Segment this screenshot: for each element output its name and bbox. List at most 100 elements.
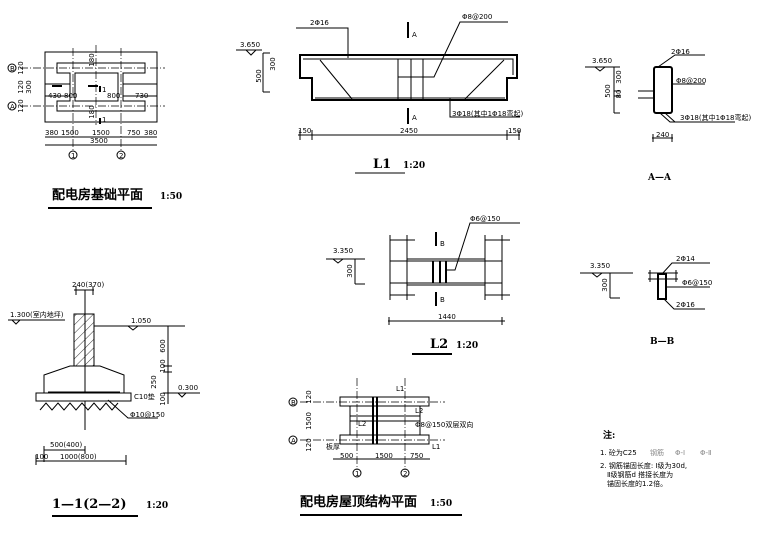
svg-text:750: 750: [127, 129, 140, 137]
svg-text:L2: L2: [358, 420, 366, 428]
section-cut-marks: [52, 85, 101, 124]
drawing-title: 配电房屋顶结构平面: [300, 494, 417, 510]
svg-text:120: 120: [17, 61, 25, 74]
svg-text:1500: 1500: [375, 452, 393, 460]
svg-text:B: B: [440, 240, 445, 248]
svg-text:120: 120: [17, 99, 25, 112]
svg-text:500: 500: [604, 84, 612, 97]
svg-text:Φ-Ⅱ: Φ-Ⅱ: [700, 449, 711, 457]
foundation-beams: [56, 62, 146, 112]
svg-text:Φ8@150双层双向: Φ8@150双层双向: [415, 420, 473, 429]
svg-text:100: 100: [35, 453, 48, 461]
axis-bubble-2: [116, 150, 126, 160]
svg-text:100: 100: [159, 392, 167, 405]
svg-text:Φ8@200: Φ8@200: [462, 13, 492, 21]
svg-text:锚固长度的1.2倍。: 锚固长度的1.2倍。: [607, 479, 667, 488]
svg-text:L1: L1: [396, 385, 404, 393]
drawing-title: A—A: [647, 173, 672, 183]
roof-l2-beam: [372, 397, 378, 444]
svg-text:2: 2: [119, 152, 123, 160]
svg-text:1: 1: [71, 152, 75, 160]
svg-text:3.350: 3.350: [590, 262, 610, 270]
notes-heading: 注:: [603, 429, 615, 441]
svg-text:3.650: 3.650: [592, 57, 612, 65]
svg-text:1: 1: [102, 116, 106, 124]
svg-text:1.050: 1.050: [131, 317, 151, 325]
svg-text:3.650: 3.650: [240, 41, 260, 49]
svg-text:L1: L1: [432, 443, 440, 451]
svg-text:800: 800: [64, 92, 77, 100]
notes: 注: 1. 砼为C25 钢筋 Φ-Ⅰ Φ-Ⅱ 2. 钢筋锚固长度: Ⅰ级为30d…: [600, 429, 711, 488]
svg-text:180: 180: [88, 105, 96, 118]
svg-text:B: B: [440, 296, 445, 304]
svg-text:2Φ14: 2Φ14: [676, 255, 695, 263]
svg-text:板厚: 板厚: [326, 442, 340, 451]
section-b-b: 3.350 300 2Φ14 Φ6@150 2Φ16 B—B: [580, 255, 712, 347]
wall-section: [73, 313, 95, 367]
svg-text:240: 240: [656, 131, 669, 139]
section-a-a: 3.650 500 300 80 2Φ16 Φ8@200 3Φ18(其中1Φ18…: [585, 48, 751, 183]
svg-text:3500: 3500: [90, 137, 108, 145]
svg-text:Φ6@150: Φ6@150: [470, 215, 500, 223]
svg-text:3.350: 3.350: [333, 247, 353, 255]
axis-bubble-b: [7, 63, 17, 73]
svg-text:380: 380: [45, 129, 58, 137]
svg-text:120: 120: [305, 438, 313, 451]
svg-text:L2: L2: [415, 407, 423, 415]
svg-text:120: 120: [305, 390, 313, 403]
beam-l2-detail: 3.350 300 B B Φ6@150 1440 L2 1:20: [326, 215, 520, 355]
drawing-title: 配电房基础平面: [52, 187, 143, 203]
svg-text:2450: 2450: [400, 127, 418, 135]
svg-text:1440: 1440: [438, 313, 456, 321]
beam-l1-outline: [299, 54, 518, 101]
svg-text:300: 300: [601, 278, 609, 291]
drawing-scale: 1:20: [456, 341, 478, 351]
section-1-1: 240(370) 1.300(室内地坪) 1.050 600 100 250 1…: [8, 281, 200, 517]
svg-text:800: 800: [107, 92, 120, 100]
drawing-scale: 1:50: [160, 192, 182, 202]
svg-text:3Φ18(其中1Φ18弯起): 3Φ18(其中1Φ18弯起): [452, 109, 523, 118]
svg-text:1. 砼为C25: 1. 砼为C25: [600, 448, 637, 457]
svg-text:380: 380: [144, 129, 157, 137]
drawing-scale: 1:50: [430, 499, 452, 509]
svg-text:600: 600: [159, 339, 167, 352]
svg-text:1500: 1500: [61, 129, 79, 137]
drawing-title: L2: [430, 337, 448, 352]
svg-text:Φ8@200: Φ8@200: [676, 77, 706, 85]
svg-text:500: 500: [255, 69, 263, 82]
svg-text:300: 300: [346, 264, 354, 277]
svg-text:0.300: 0.300: [178, 384, 198, 392]
beam-l2-stirrups: [432, 261, 447, 283]
concrete-pad: [35, 392, 132, 402]
beam-l1-rebar: [303, 58, 514, 100]
svg-text:B: B: [291, 399, 296, 407]
svg-text:C10垫: C10垫: [134, 392, 155, 401]
svg-text:Φ10@150: Φ10@150: [130, 411, 165, 419]
svg-text:Φ-Ⅰ: Φ-Ⅰ: [675, 449, 685, 457]
section-a-a-outline: [653, 66, 673, 114]
svg-text:180: 180: [88, 53, 96, 66]
svg-text:1: 1: [355, 470, 359, 478]
svg-text:750: 750: [410, 452, 423, 460]
axis-bubble-a: [7, 101, 17, 111]
svg-text:1500: 1500: [92, 129, 110, 137]
svg-text:250: 250: [150, 375, 158, 388]
axis-label: A: [10, 103, 15, 111]
svg-text:430: 430: [48, 92, 61, 100]
svg-text:300: 300: [25, 80, 33, 93]
svg-text:150: 150: [508, 127, 521, 135]
section-b-b-outline: [657, 273, 667, 300]
svg-text:A: A: [412, 114, 417, 122]
svg-text:1.300(室内地坪): 1.300(室内地坪): [10, 310, 64, 319]
svg-text:1500: 1500: [305, 412, 313, 430]
drawing-title: L1: [373, 157, 391, 172]
svg-text:150: 150: [298, 127, 311, 135]
drawing-scale: 1:20: [146, 501, 168, 511]
beam-l1-detail: 3.650 500 300 A A 2Φ16 Φ8@200 3Φ18(其中1Φ1…: [236, 13, 523, 174]
beam-l1-bottom: [339, 434, 430, 445]
svg-text:2. 钢筋锚固长度: Ⅰ级为30d,: 2. 钢筋锚固长度: Ⅰ级为30d,: [600, 461, 687, 470]
soil-symbol: [39, 402, 119, 411]
svg-text:100: 100: [159, 359, 167, 372]
svg-text:2Φ16: 2Φ16: [671, 48, 690, 56]
